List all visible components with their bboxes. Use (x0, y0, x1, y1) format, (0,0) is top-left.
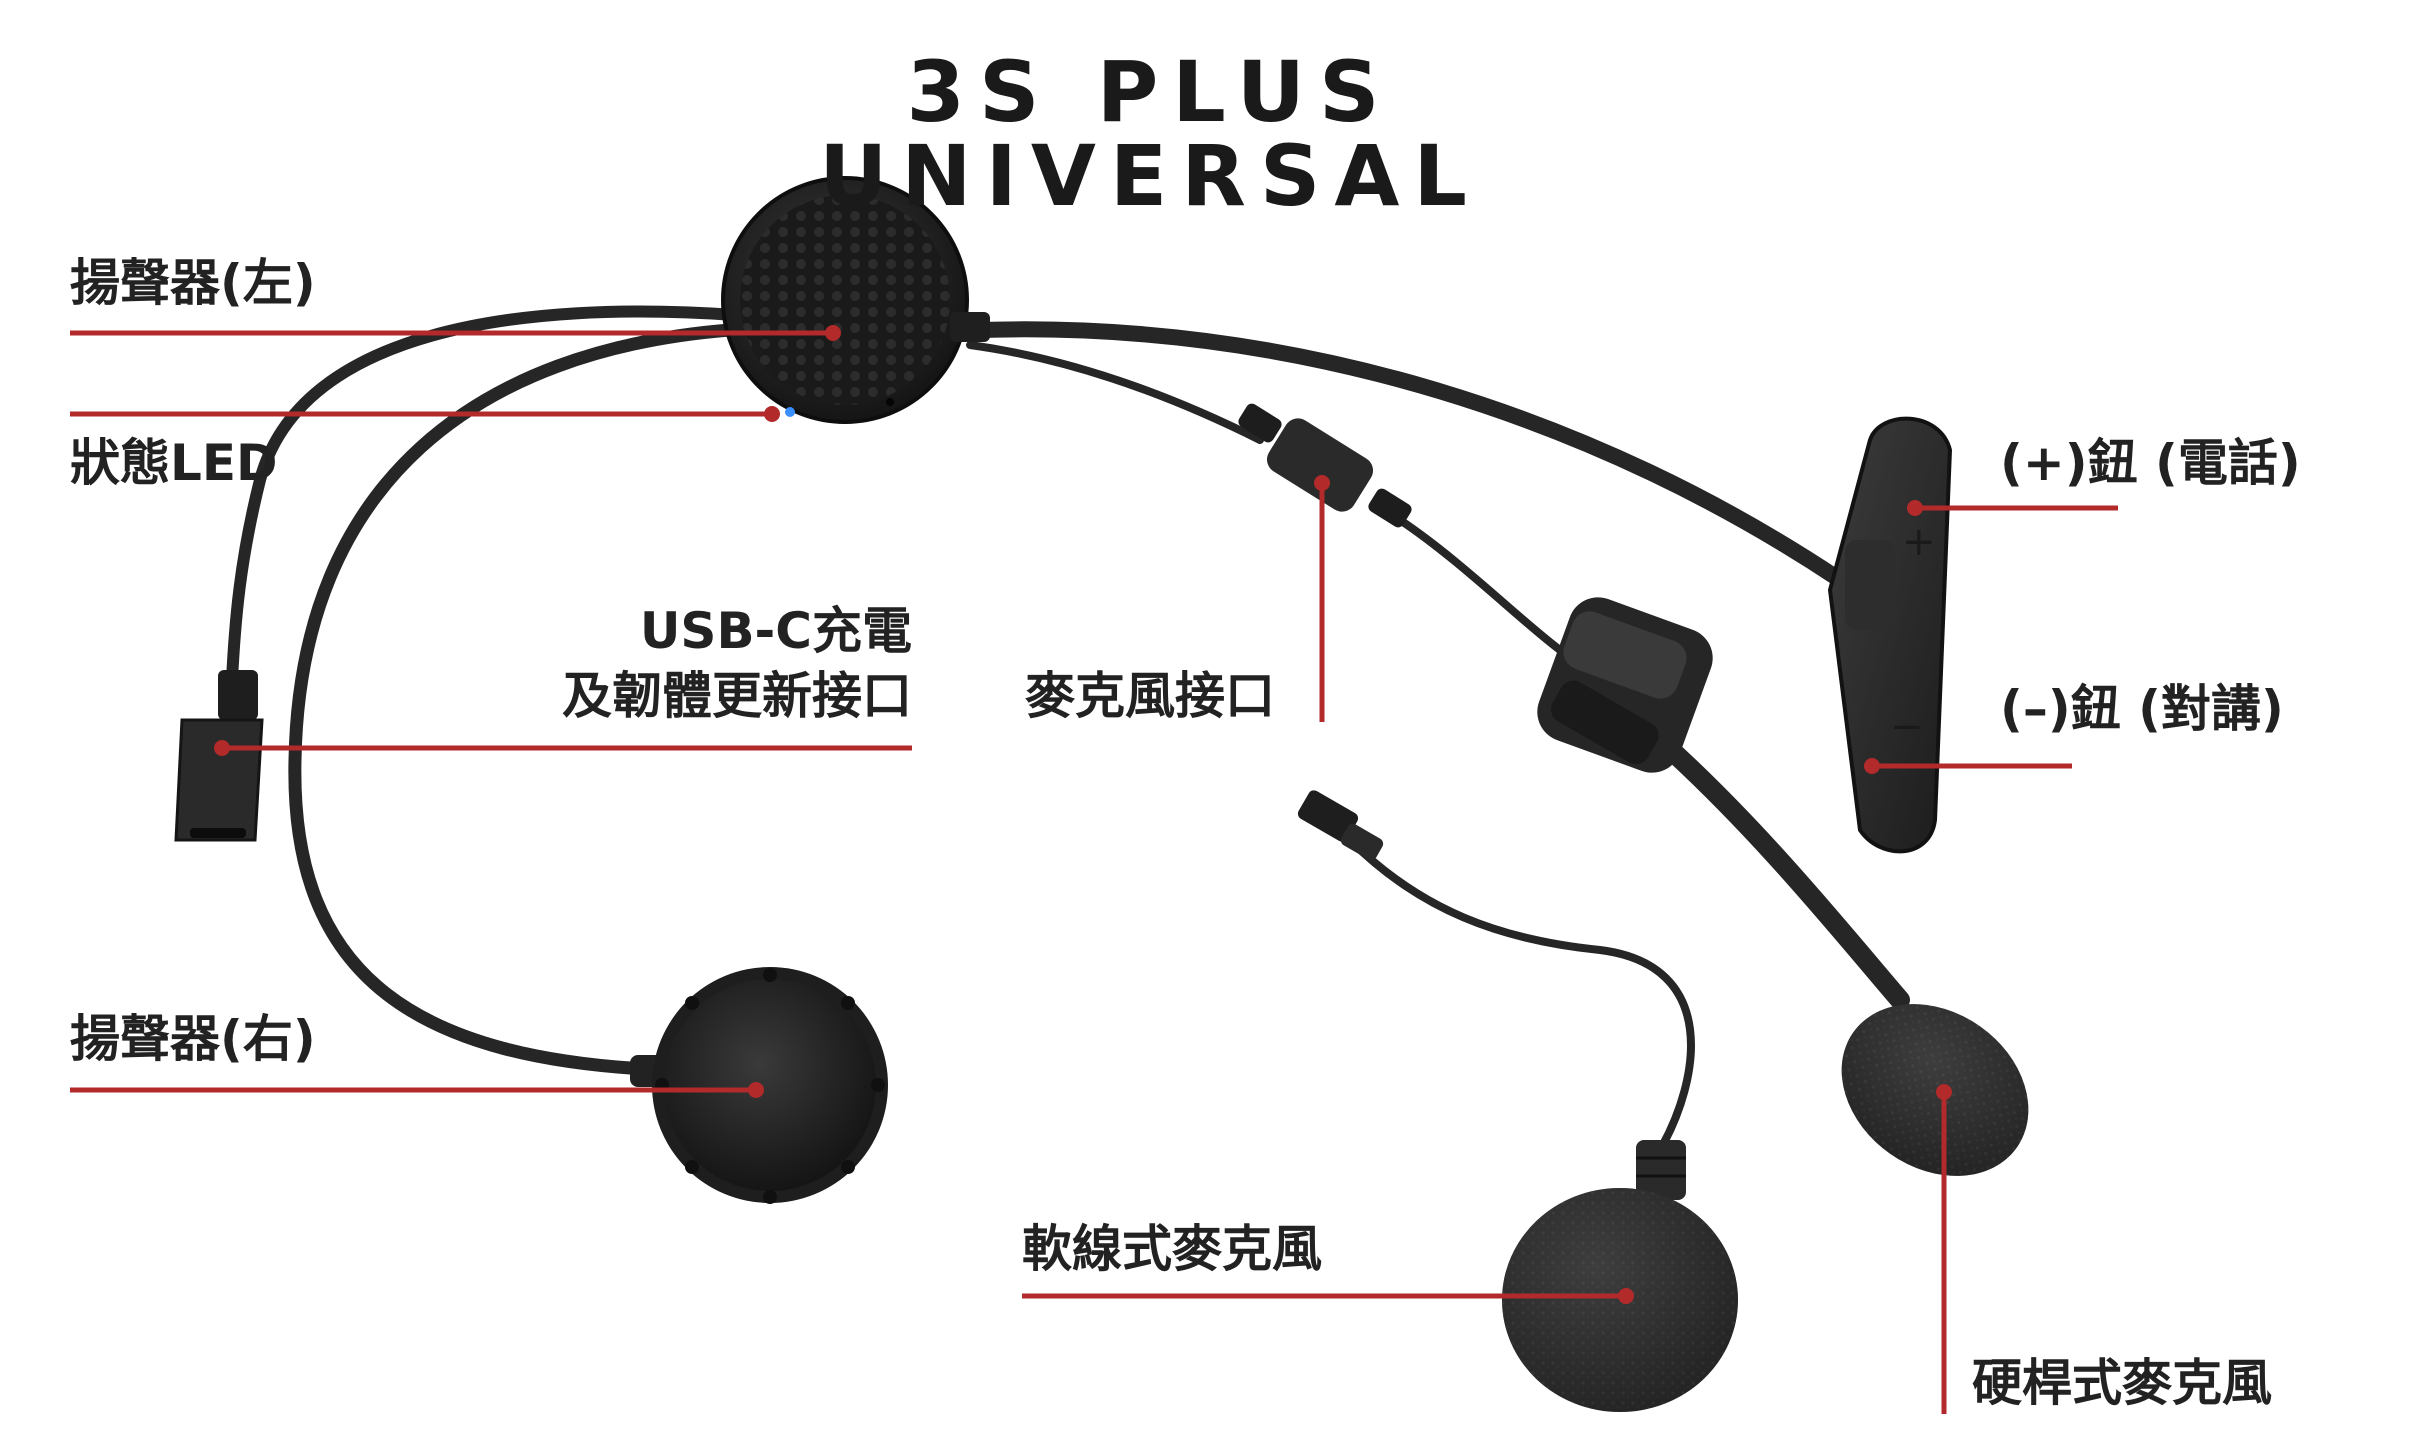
mic-connector-cable (1396, 516, 1564, 654)
leader-dots (214, 325, 1952, 1304)
label-mic-port: 麥克風接口 (1025, 667, 1275, 725)
boom-clamp (1537, 597, 1713, 773)
mic-cable (966, 341, 1264, 444)
button-pad-cable (972, 321, 1848, 588)
wired-mic-cable (1346, 836, 1695, 1154)
boom-arm (1650, 730, 1910, 1010)
left-speaker (721, 176, 990, 424)
label-plus-button: (+)鈕 (電話) (2000, 434, 2301, 492)
label-status-led: 狀態LED (70, 434, 278, 492)
right-speaker (630, 967, 888, 1204)
svg-text:+: + (1902, 519, 1936, 565)
label-minus-button: (–)鈕 (對講) (2000, 680, 2284, 738)
usb-cable (226, 305, 741, 686)
label-speaker-right: 揚聲器(右) (70, 1010, 316, 1068)
right-speaker-cable (288, 323, 737, 1077)
label-speaker-left: 揚聲器(左) (70, 254, 316, 312)
svg-text:−: − (1890, 704, 1924, 750)
status-led-light (785, 407, 795, 417)
product-title: 3S PLUS UNIVERSAL (819, 43, 1481, 225)
boom-mic (1841, 1004, 2029, 1176)
leader-lines (70, 330, 2118, 1414)
label-usb-line2: 及韌體更新接口 (562, 667, 912, 725)
cable-group (226, 305, 1910, 1154)
wired-mic (1297, 790, 1738, 1412)
label-usb-line1: USB-C充電 (639, 602, 912, 660)
label-wired-mic: 軟線式麥克風 (1022, 1220, 1322, 1278)
label-boom-mic: 硬桿式麥克風 (1972, 1354, 2272, 1412)
button-pad: + − (1827, 416, 1953, 854)
mic-connector (1238, 403, 1412, 528)
